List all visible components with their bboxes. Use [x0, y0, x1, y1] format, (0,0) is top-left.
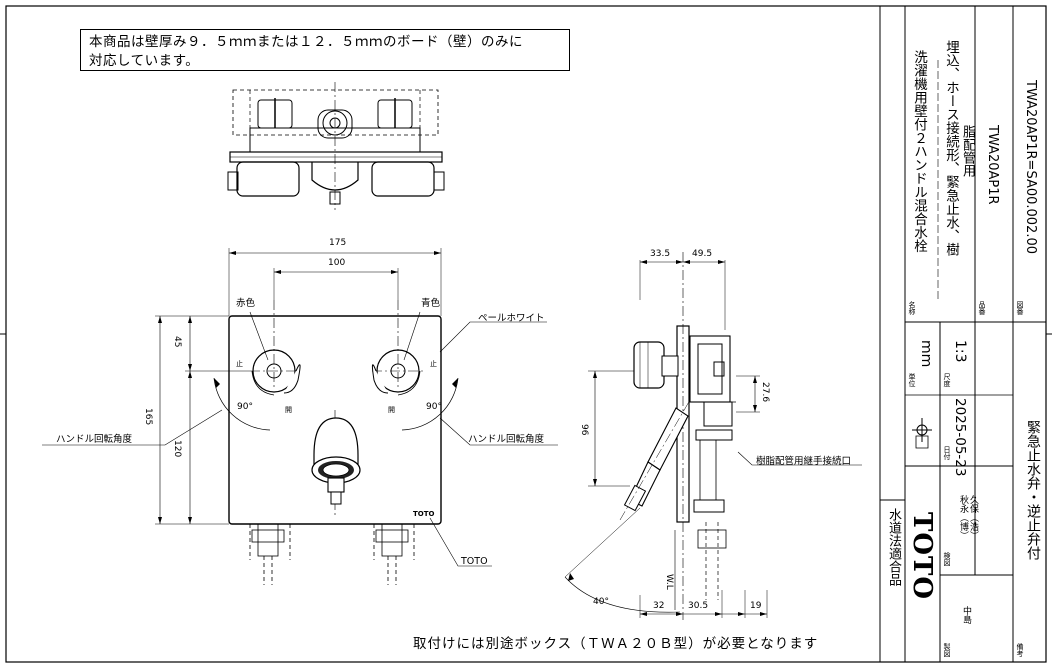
checker-1: 秋永（博） — [958, 495, 968, 540]
dim-175: 175 — [329, 238, 347, 248]
dim-45: 45 — [172, 336, 182, 348]
stop-mark-left: 止 — [236, 360, 243, 368]
label-handle-angle-left: ハンドル回転角度 — [56, 434, 133, 445]
dim-32: 32 — [653, 601, 665, 611]
dim-33-5: 33.5 — [650, 249, 671, 259]
note-line-2: 対応しています。 — [89, 53, 200, 69]
draft-label: 製図 — [943, 643, 951, 657]
angle-40: 40° — [593, 597, 609, 607]
unit-value: mm — [918, 340, 934, 368]
compatibility-note: 本商品は壁厚み９．５ｍｍまたは１２．５ｍｍのボード（壁）のみに 対応しています。 — [80, 29, 570, 71]
stop-mark-right: 止 — [430, 360, 437, 368]
angle-right: 90° — [426, 402, 442, 412]
top-view — [227, 82, 445, 210]
plate-brand: TOTO — [413, 510, 435, 518]
scale-value: 1:3 — [952, 340, 968, 363]
title-block-lines — [879, 6, 1046, 662]
label-resin-pipe: 樹脂配管用継手接続口 — [756, 456, 852, 467]
dim-water-level: W.L — [664, 574, 674, 590]
scale-label: 尺度 — [943, 373, 951, 387]
wall-plate — [228, 315, 442, 525]
product-name-line-1: 洗濯機用壁付２ハンドル混合水栓 — [911, 50, 927, 253]
part-number: TWA20AP1R — [985, 125, 1000, 205]
note-line-1: 本商品は壁厚み９．５ｍｍまたは１２．５ｍｍのボード（壁）のみに — [89, 34, 523, 50]
dim-49-5: 49.5 — [692, 249, 713, 259]
drawing-number: TWA20AP1R=SA00.002.00 — [1023, 80, 1038, 254]
open-mark-right: 開 — [388, 406, 395, 414]
remarks-label: 備考 — [1016, 643, 1024, 657]
name-label: 名称 — [908, 301, 916, 315]
date-value: 2025-05-23 — [952, 398, 968, 477]
angle-left: 90° — [237, 402, 253, 412]
dim-27-6: 27.6 — [760, 382, 770, 403]
side-view — [564, 252, 862, 620]
front-view — [42, 248, 558, 585]
checker-2: 久保（浩） — [968, 495, 978, 540]
dim-120: 120 — [172, 440, 182, 458]
remarks-value: 緊急止水弁・逆止弁付 — [1025, 420, 1041, 560]
product-name-line-2: 埋込、ホース接続形、緊急止水、樹 — [943, 40, 959, 256]
certification-label: 水道法適合品 — [886, 508, 901, 586]
label-blue: 青色 — [421, 298, 441, 309]
dim-100: 100 — [328, 258, 346, 268]
dim-30-5: 30.5 — [688, 601, 709, 611]
part-label: 品番 — [978, 301, 986, 315]
date-label: 日付 — [943, 446, 951, 460]
dim-19: 19 — [750, 601, 762, 611]
product-name-line-3: 脂配管用 — [960, 125, 975, 177]
installation-note: 取付けには別途ボックス（ＴＷＡ２０Ｂ型）が必要となります — [413, 636, 819, 652]
unit-label: 単位 — [908, 373, 916, 387]
check-label: 検図 — [943, 552, 951, 566]
drafter-name: 中島 — [961, 606, 971, 624]
label-toto: TOTO — [461, 556, 488, 567]
dim-165: 165 — [143, 408, 153, 426]
label-pale-white: ペールホワイト — [478, 313, 545, 324]
label-handle-angle-right: ハンドル回転角度 — [468, 434, 545, 445]
label-red: 赤色 — [236, 298, 256, 309]
open-mark-left: 開 — [285, 406, 292, 414]
dim-96: 96 — [579, 424, 589, 436]
toto-logo: TOTO — [907, 512, 937, 600]
drawing-label: 図番 — [1016, 301, 1024, 315]
